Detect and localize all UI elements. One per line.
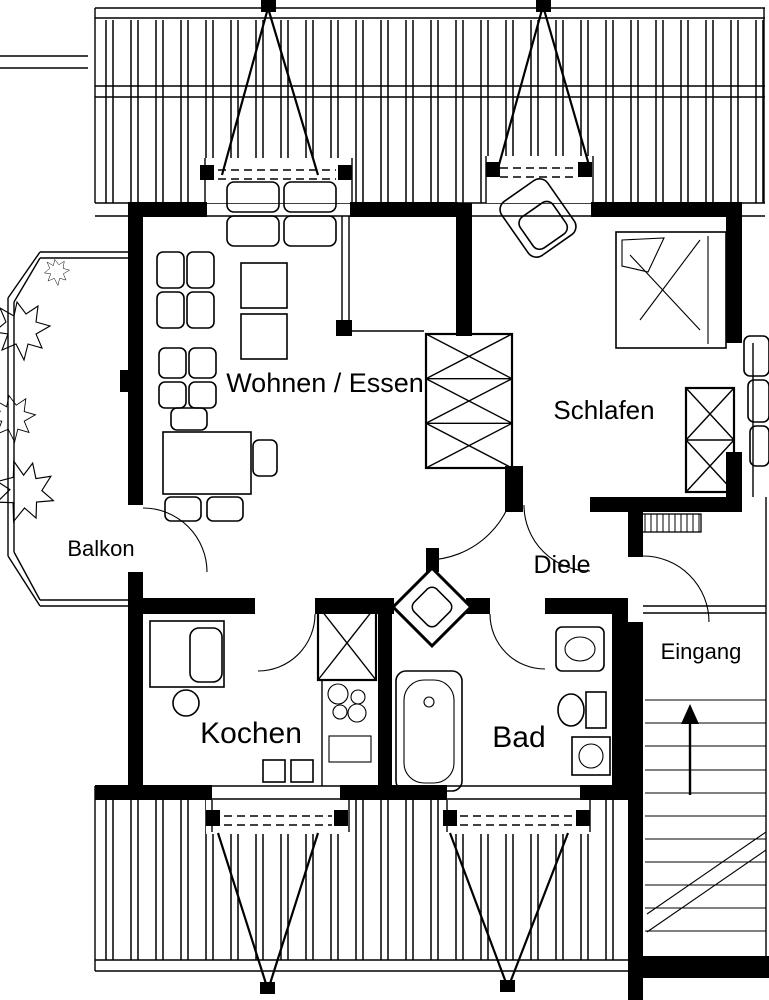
window-kitchen-bottom bbox=[206, 810, 348, 826]
roof-valley-left bbox=[216, 832, 320, 994]
sink-icon bbox=[555, 626, 605, 672]
sofa-group bbox=[226, 181, 337, 247]
room-label-bad: Bad bbox=[492, 721, 545, 754]
roof-valley-right bbox=[448, 832, 570, 992]
staircase bbox=[645, 699, 767, 933]
room-label-diele: Diele bbox=[534, 551, 591, 579]
room-label-eingang: Eingang bbox=[661, 639, 742, 664]
living-hall-door-arc bbox=[425, 469, 517, 561]
room-label-kochen: Kochen bbox=[200, 717, 302, 750]
roof-window-left bbox=[220, 0, 320, 176]
thin-partitions bbox=[321, 216, 767, 956]
roof-window-right bbox=[495, 0, 593, 173]
bathtub-icon bbox=[395, 670, 463, 792]
window-bedroom-top bbox=[486, 162, 592, 178]
bath-door-arc bbox=[489, 613, 546, 670]
radiator bbox=[632, 513, 702, 533]
coffee-tables bbox=[240, 262, 288, 360]
toilet-icon bbox=[557, 691, 607, 729]
balcony-door-arc bbox=[142, 507, 208, 573]
bedroom-door-arc bbox=[523, 504, 591, 572]
kitchen-furniture bbox=[149, 620, 372, 783]
roof-hatch-bottom bbox=[94, 785, 643, 994]
entrance-door-arc bbox=[642, 555, 710, 623]
lounge-chair bbox=[499, 178, 577, 258]
room-label-balkon: Balkon bbox=[67, 536, 134, 561]
living-furniture bbox=[156, 181, 337, 522]
room-labels: Wohnen / Essen Schlafen Balkon Diele Ein… bbox=[67, 368, 741, 754]
shaft-center bbox=[424, 332, 514, 470]
armchair-group bbox=[156, 251, 217, 409]
double-bed bbox=[615, 231, 727, 349]
kitchen-door-arc bbox=[257, 613, 316, 672]
room-label-schlafen: Schlafen bbox=[553, 395, 654, 425]
walls bbox=[95, 202, 769, 1000]
stairs-up-arrow bbox=[681, 704, 699, 795]
window-bath-bottom bbox=[443, 810, 590, 826]
neighbour-furniture bbox=[743, 335, 769, 467]
window-living-top bbox=[200, 165, 352, 180]
shaft-bedroom bbox=[684, 386, 736, 494]
bath-fixtures bbox=[395, 626, 611, 792]
roof-hatch-top bbox=[0, 0, 765, 217]
stove-icon bbox=[327, 683, 367, 723]
balcony bbox=[0, 251, 128, 607]
dining-set bbox=[162, 407, 278, 522]
plant-icon bbox=[0, 258, 71, 524]
doors bbox=[142, 469, 710, 672]
room-label-wohnen-essen: Wohnen / Essen bbox=[226, 368, 424, 398]
shaft-kitchen bbox=[316, 604, 378, 682]
shaft-hall-diamond bbox=[390, 565, 474, 649]
washer-icon bbox=[571, 736, 611, 776]
bedroom-furniture bbox=[499, 178, 769, 467]
